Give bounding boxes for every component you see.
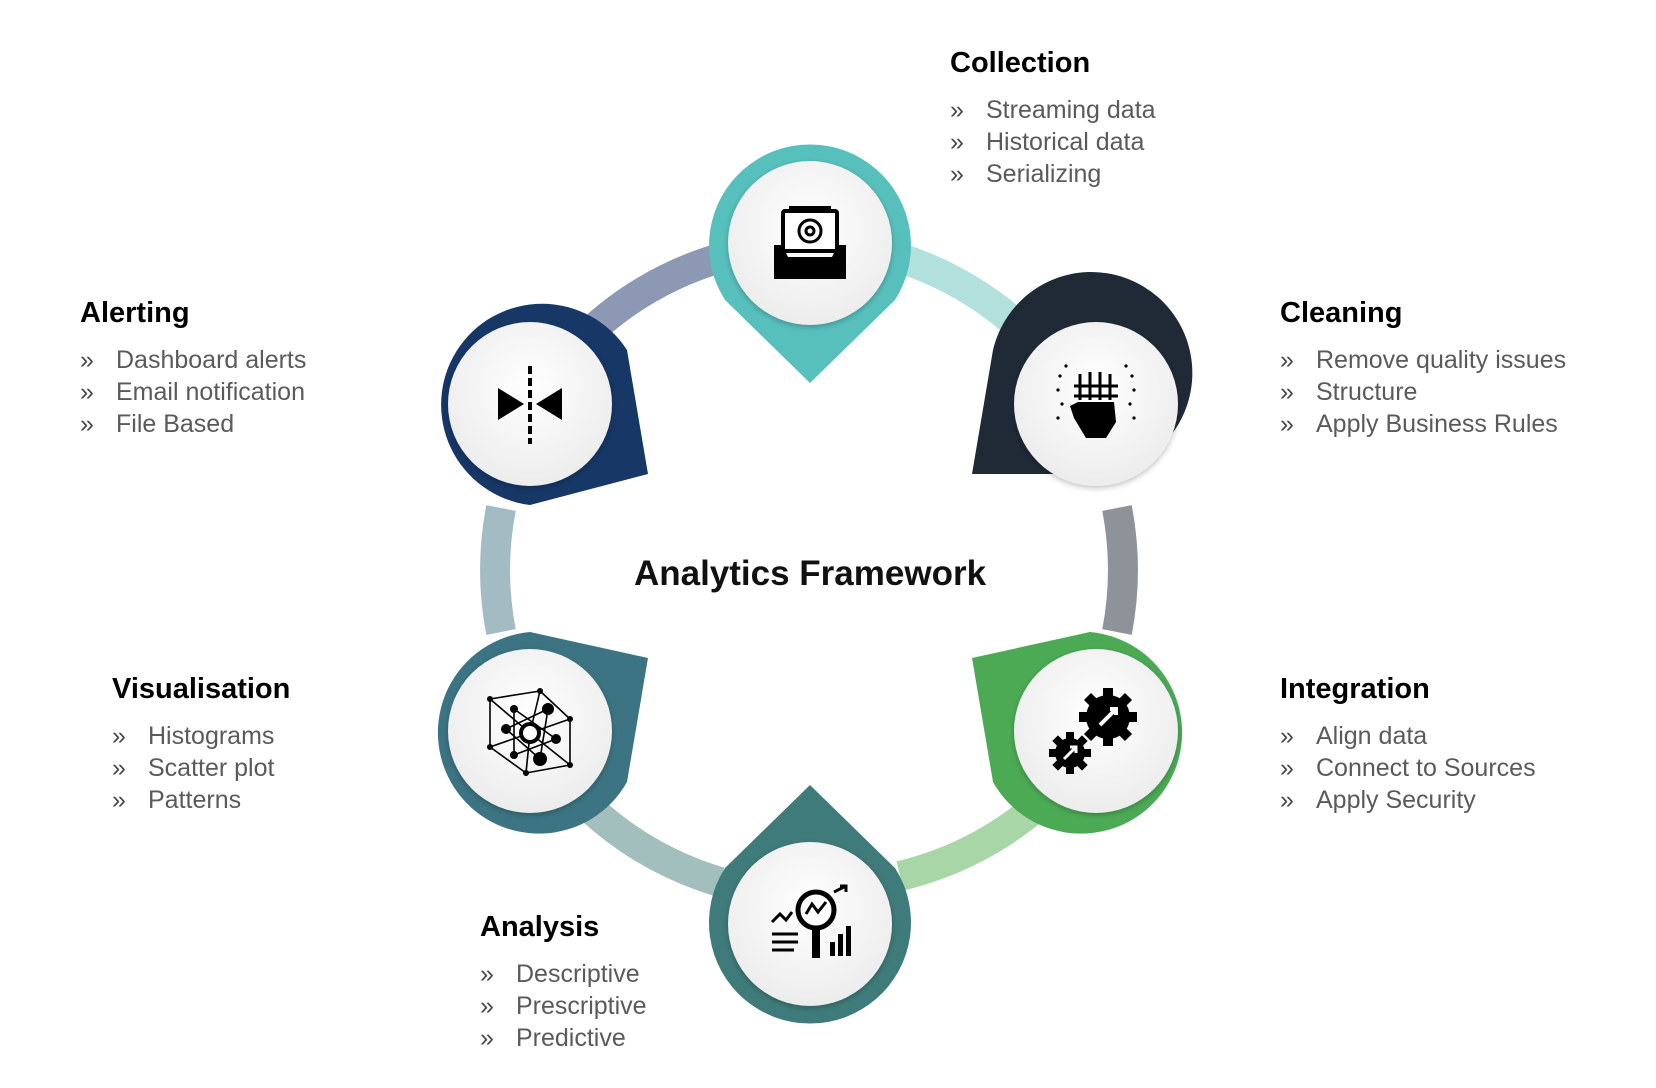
ring-arc-alerting-collection xyxy=(579,243,725,344)
list-item: »Historical data xyxy=(950,127,1145,156)
stage-title-collection: Collection xyxy=(950,47,1091,79)
list-item: »Patterns xyxy=(112,785,242,814)
stage-text-collection: Collection »Streaming data »Historical d… xyxy=(950,47,1156,190)
ring-arc-integration-analysis xyxy=(896,796,1045,891)
stage-text-integration: Integration »Align data »Connect to Sour… xyxy=(1280,673,1536,816)
center-title: Analytics Framework xyxy=(633,554,987,593)
stage-list-collection: »Streaming data »Historical data »Serial… xyxy=(950,94,1156,190)
stage-title-visualisation: Visualisation xyxy=(112,673,291,705)
stage-node-alerting xyxy=(441,303,648,505)
list-item: »Scatter plot xyxy=(112,753,275,782)
list-item: »Serializing xyxy=(950,159,1102,188)
list-item: »Prescriptive xyxy=(480,991,647,1020)
magnifier-chart-icon xyxy=(770,884,851,958)
stage-list-analysis: »Descriptive »Prescriptive »Predictive xyxy=(480,958,647,1054)
network-graph-icon xyxy=(487,688,573,776)
list-item: »Align data xyxy=(1280,721,1428,750)
stage-text-analysis: Analysis »Descriptive »Prescriptive »Pre… xyxy=(480,911,647,1054)
list-item: »Dashboard alerts xyxy=(80,345,307,374)
stage-text-visualisation: Visualisation »Histograms »Scatter plot … xyxy=(112,673,291,816)
list-item: »Apply Security xyxy=(1280,785,1476,814)
stage-text-cleaning: Cleaning »Remove quality issues »Structu… xyxy=(1280,297,1566,440)
inbox-archive-icon xyxy=(774,206,846,279)
list-item: »Predictive xyxy=(480,1023,626,1052)
stage-node-integration xyxy=(972,632,1183,834)
stage-title-integration: Integration xyxy=(1280,673,1430,705)
stage-node-collection xyxy=(709,144,912,383)
stage-title-cleaning: Cleaning xyxy=(1280,297,1403,329)
stage-node-cleaning xyxy=(972,272,1193,486)
split-arrows-icon xyxy=(498,366,562,444)
ring-arc-visualisation-alerting xyxy=(480,505,516,635)
hand-filter-icon xyxy=(1056,364,1136,438)
stage-node-visualisation xyxy=(437,632,648,834)
stage-node-analysis xyxy=(709,785,911,1024)
stage-title-alerting: Alerting xyxy=(80,297,190,329)
list-item: »File Based xyxy=(80,409,235,438)
ring-arc-analysis-visualisation xyxy=(579,796,725,897)
stage-list-visualisation: »Histograms »Scatter plot »Patterns xyxy=(112,720,290,816)
list-item: »Histograms xyxy=(112,721,275,750)
list-item: »Structure xyxy=(1280,377,1418,406)
ring-arc-cleaning-integration xyxy=(1102,505,1138,635)
stage-title-analysis: Analysis xyxy=(480,911,600,943)
stage-list-alerting: »Dashboard alerts »Email notification »F… xyxy=(80,344,306,440)
list-item: »Descriptive xyxy=(480,959,640,988)
list-item: »Remove quality issues xyxy=(1280,345,1567,374)
stage-list-integration: »Align data »Connect to Sources »Apply S… xyxy=(1280,720,1536,816)
list-item: »Email notification xyxy=(80,377,305,406)
list-item: »Connect to Sources xyxy=(1280,753,1536,782)
stage-list-cleaning: »Remove quality issues »Structure »Apply… xyxy=(1280,344,1566,440)
stage-text-alerting: Alerting »Dashboard alerts »Email notifi… xyxy=(80,297,306,440)
list-item: »Streaming data xyxy=(950,95,1156,124)
list-item: »Apply Business Rules xyxy=(1280,409,1558,438)
